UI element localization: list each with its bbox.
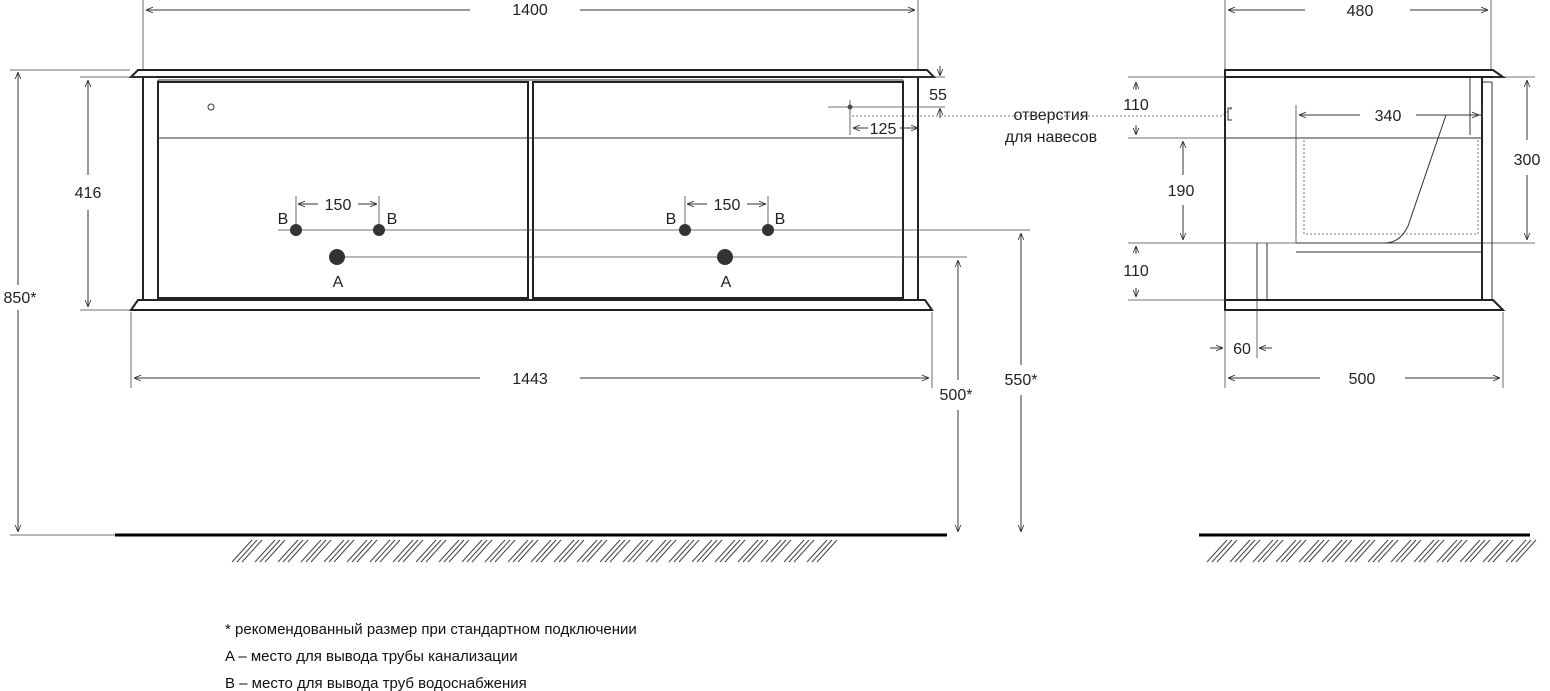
callout-line2: для навесов (1005, 129, 1097, 146)
side-view: 480 110 190 (1123, 0, 1541, 563)
floor-hatch-front (231, 539, 838, 563)
dim-300: 300 (1482, 76, 1541, 244)
label-60: 60 (1233, 341, 1251, 358)
water-outlet-b2 (373, 224, 385, 236)
side-body (1224, 76, 1483, 301)
dim-width-bottom: 1443 (130, 312, 933, 388)
dim-height-drain: 500* (940, 260, 973, 532)
label-416: 416 (75, 185, 102, 202)
label-300: 300 (1514, 152, 1541, 169)
front-view: 1400 850* 416 (4, 0, 1038, 563)
dim-190: 190 (1128, 141, 1296, 244)
note-drain: A – место для вывода трубы канализации (225, 648, 518, 665)
label-a1: A (333, 274, 344, 291)
dim-depth-top: 480 (1224, 0, 1492, 70)
note-water: B – место для вывода труб водоснабжения (225, 675, 527, 691)
dim-width-top: 1400 (142, 0, 919, 70)
side-plinth (1224, 299, 1506, 311)
label-340: 340 (1375, 108, 1402, 125)
drain-outlets: A A (329, 249, 967, 291)
legend-notes: * рекомендованный размер при стандартном… (225, 621, 637, 691)
countertop (128, 69, 937, 78)
floor-hatch-side (1206, 539, 1537, 563)
label-1443: 1443 (512, 371, 548, 388)
label-b4: B (775, 211, 786, 228)
note-recommended: * рекомендованный размер при стандартном… (225, 621, 637, 638)
dim-hanging-hole: 55 125 (828, 66, 947, 138)
dim-height-body: 416 (75, 76, 156, 311)
label-550-star: 550* (1005, 372, 1038, 389)
dim-60: 60 (1210, 300, 1272, 388)
water-outlet-b1 (290, 224, 302, 236)
label-55: 55 (929, 87, 947, 104)
label-b2: B (387, 211, 398, 228)
drain-outlet-a2 (717, 249, 733, 265)
water-outlet-b4 (762, 224, 774, 236)
dim-depth-bottom: 500 (1228, 312, 1504, 388)
label-b3: B (666, 211, 677, 228)
drawer-right (532, 81, 904, 299)
hanging-holes-callout: отверстия для навесов (852, 107, 1233, 146)
label-850: 850* (4, 290, 37, 307)
water-outlet-b3 (679, 224, 691, 236)
label-b1: B (278, 211, 289, 228)
drain-outlet-a1 (329, 249, 345, 265)
label-110-bottom: 110 (1123, 263, 1149, 280)
label-a2: A (721, 274, 732, 291)
dim-110-bottom: 110 (1123, 246, 1225, 301)
label-500-star: 500* (940, 387, 973, 404)
dim-340: 340 (1295, 105, 1483, 243)
label-190: 190 (1168, 183, 1195, 200)
dim-height-water: 550* (1005, 233, 1038, 532)
label-150-right: 150 (714, 197, 741, 214)
water-outlets: B B B B 150 150 (278, 196, 1030, 236)
callout-line1: отверстия (1014, 107, 1089, 124)
label-125: 125 (870, 121, 897, 138)
plinth (129, 299, 934, 311)
side-countertop (1224, 69, 1507, 78)
label-500: 500 (1349, 371, 1376, 388)
cabinet-body (142, 76, 919, 301)
label-1400: 1400 (512, 2, 548, 19)
dim-height-total: 850* (4, 69, 130, 532)
drawer-left (157, 81, 529, 299)
label-150-left: 150 (325, 197, 352, 214)
dim-110-top: 110 (1123, 76, 1225, 139)
label-110-top: 110 (1123, 97, 1149, 114)
label-480: 480 (1347, 3, 1374, 20)
